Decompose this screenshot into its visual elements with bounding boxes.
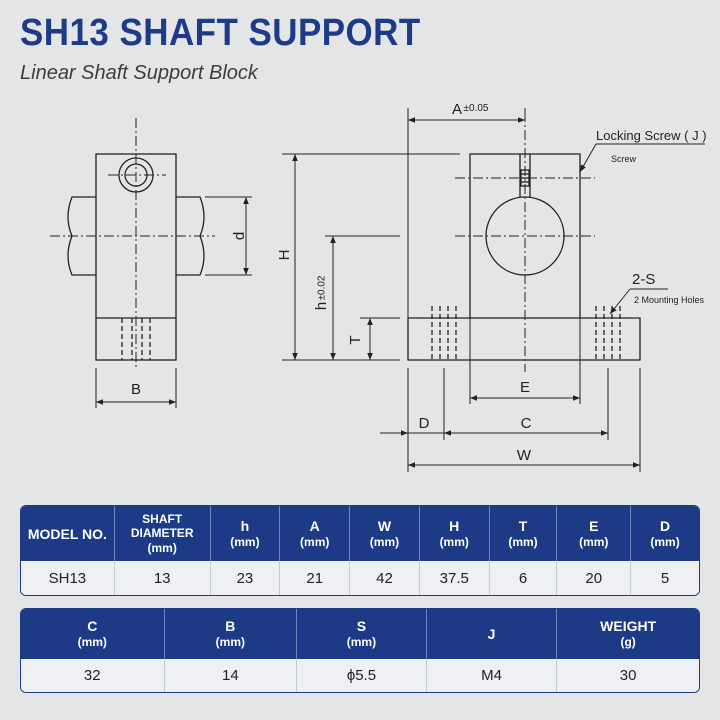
label-locking-screw: Locking Screw ( J ) [596,128,707,143]
header-H: H(mm) [419,506,490,561]
table-row: SH13 13 23 21 42 37.5 6 20 5 [21,561,699,595]
label-T: T [347,335,364,344]
cell-E: 20 [557,561,632,595]
dim-d [205,196,252,276]
label-C: C [521,415,532,432]
table-header-row: MODEL NO. SHAFT DIAMETER(mm) h(mm) A(mm)… [21,506,699,561]
header-model-no: MODEL NO. [21,506,115,561]
table-header-row: C(mm) B(mm) S(mm) J WEIGHT(g) [21,609,699,659]
technical-drawing: d B H [50,101,707,472]
page-subtitle: Linear Shaft Support Block [20,62,258,84]
side-centerlines [50,118,215,368]
label-screw: Screw [611,154,637,164]
cell-shaft-diameter: 13 [114,561,211,595]
front-centerlines [455,112,595,372]
header-J: J [426,609,558,659]
cell-weight: 30 [557,659,699,692]
header-D: D(mm) [631,506,699,561]
dim-E [469,318,581,404]
header-S: S(mm) [297,609,427,659]
table-row: 32 14 ϕ5.5 M4 30 [21,659,699,692]
cell-C: 32 [21,659,165,692]
label-B: B [131,381,141,398]
page-title: SH13 SHAFT SUPPORT [20,12,421,54]
header-B: B(mm) [164,609,298,659]
dim-H [282,153,460,361]
cell-T: 6 [489,561,558,595]
cell-model-no: SH13 [21,561,115,595]
header-shaft-diameter: SHAFT DIAMETER(mm) [114,506,211,561]
header-T: T(mm) [489,506,558,561]
cell-W: 42 [350,561,420,595]
label-d: d [231,232,248,240]
dim-B [95,368,177,408]
cell-B: 14 [164,659,298,692]
label-W: W [517,447,532,464]
leader-mounting-holes [609,288,668,315]
cell-h: 23 [210,561,281,595]
front-body [407,153,641,361]
spec-table-1: MODEL NO. SHAFT DIAMETER(mm) h(mm) A(mm)… [20,505,700,596]
label-D: D [419,415,430,432]
label-mounting-code: 2-S [632,271,655,288]
dim-W [407,368,641,472]
cell-S: ϕ5.5 [297,659,427,692]
spec-table-2: C(mm) B(mm) S(mm) J WEIGHT(g) 32 14 ϕ5.5… [20,608,700,693]
header-E: E(mm) [557,506,632,561]
leader-locking-screw [579,143,705,173]
header-h: h(mm) [210,506,281,561]
label-E: E [520,379,530,396]
cell-D: 5 [631,561,699,595]
cell-J: M4 [426,659,558,692]
dim-T [360,317,400,360]
label-A: A [452,101,462,118]
dim-A [407,108,526,318]
cell-A: 21 [280,561,351,595]
cell-H: 37.5 [419,561,490,595]
label-h: h [313,302,330,310]
dim-h [325,235,400,360]
label-H: H [276,250,293,261]
dim-D-C [380,368,609,440]
header-A: A(mm) [280,506,351,561]
label-A-tolerance: ±0.05 [464,103,489,114]
header-W: W(mm) [350,506,420,561]
label-h-tolerance: ±0.02 [317,275,328,300]
header-weight: WEIGHT(g) [557,609,699,659]
label-mounting-holes: 2 Mounting Holes [634,295,705,305]
header-C: C(mm) [21,609,165,659]
front-view [407,153,641,361]
